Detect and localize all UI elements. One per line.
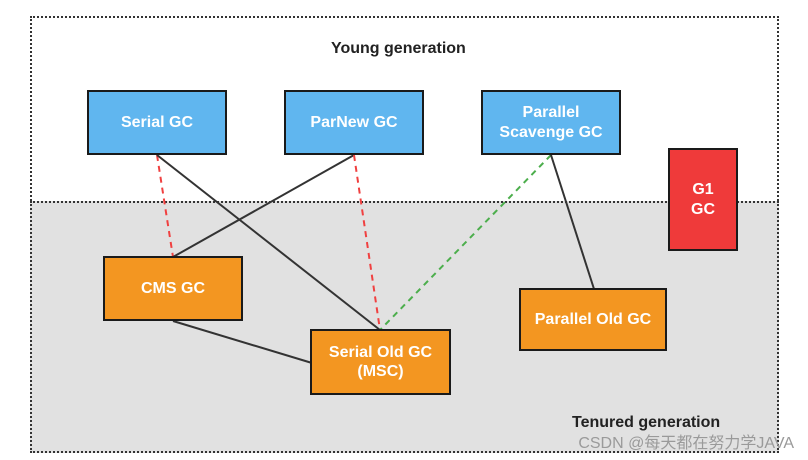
link-cms-to-serial-old — [172, 320, 313, 364]
parnew-gc-box: ParNew GC — [284, 90, 424, 155]
serial-gc-box: Serial GC — [87, 90, 227, 155]
link-serial-to-cms — [156, 154, 174, 258]
serial-old-gc-box: Serial Old GC (MSC) — [310, 329, 451, 395]
link-parnew-to-cms — [172, 154, 355, 258]
g1-label-line1: G1 — [692, 181, 714, 199]
link-serial-to-serial-old — [156, 154, 381, 331]
young-generation-label: Young generation — [331, 40, 466, 57]
watermark: CSDN @每天都在努力学JAVA — [578, 435, 794, 452]
cms-gc-box: CMS GC — [103, 256, 243, 321]
serial-gc-label: Serial GC — [120, 113, 194, 131]
parallel-scavenge-label-line2: Scavenge GC — [499, 123, 603, 141]
g1-gc-box: G1 GC — [668, 148, 738, 251]
link-parnew-to-serial-old — [353, 154, 381, 331]
link-parallel-scavenge-to-serial-old — [379, 154, 552, 331]
link-parallel-scavenge-to-parallel-old — [550, 154, 595, 290]
serial-old-label-line2: (MSC) — [357, 363, 404, 380]
parallel-old-gc-box: Parallel Old GC — [519, 288, 667, 351]
parnew-gc-label: ParNew GC — [310, 113, 398, 131]
serial-old-label-line1: Serial Old GC — [328, 343, 433, 361]
tenured-generation-label: Tenured generation — [572, 414, 721, 431]
parallel-scavenge-label-line1: Parallel — [522, 104, 580, 122]
g1-label-line2: GC — [691, 200, 715, 218]
cms-gc-label: CMS GC — [141, 279, 205, 297]
parallel-scavenge-gc-box: Parallel Scavenge GC — [481, 90, 621, 155]
parallel-old-gc-label: Parallel Old GC — [534, 310, 652, 328]
